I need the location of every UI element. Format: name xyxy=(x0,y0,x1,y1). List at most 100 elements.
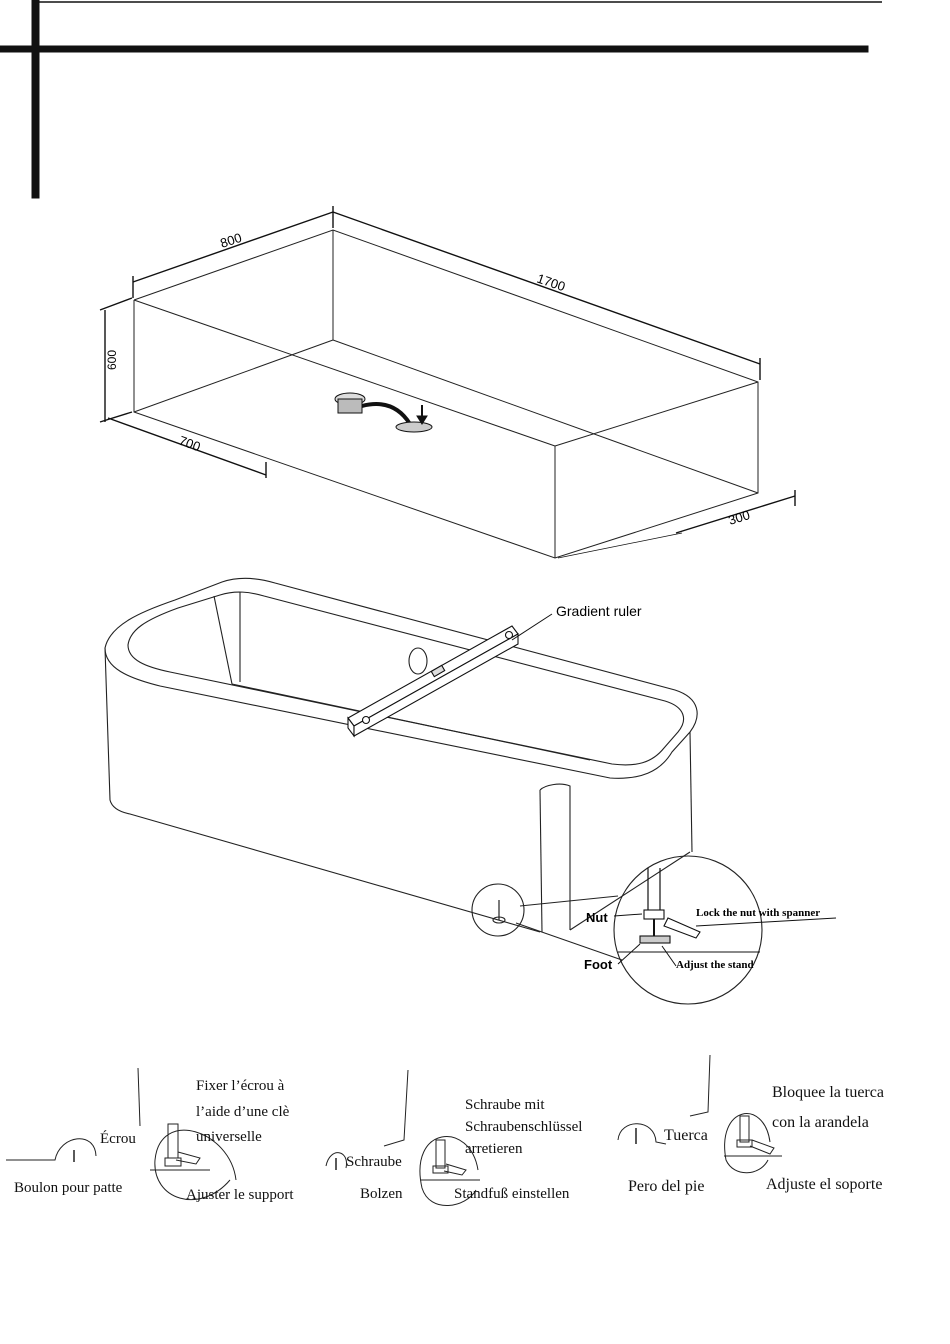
dim-label-drain-x: 700 xyxy=(177,433,203,455)
dim-line-drain-x xyxy=(107,417,267,476)
tub-front-body xyxy=(104,647,541,933)
dim-lines xyxy=(99,206,796,559)
es-lock-line2: con la arandela xyxy=(772,1114,869,1131)
de-lock-line1: Schraube mit xyxy=(465,1097,545,1113)
drain-outlet xyxy=(395,421,433,433)
tub-right-edge xyxy=(689,731,693,853)
foot-detail xyxy=(613,868,837,967)
sketch-nut xyxy=(164,1157,182,1167)
ruler-hole xyxy=(504,630,514,640)
box-front-top-edge xyxy=(133,299,556,447)
gradient-ruler-label: Gradient ruler xyxy=(556,603,642,619)
foot-leader xyxy=(617,943,641,965)
sketch-foot-leg xyxy=(167,1123,179,1159)
sketch-leg xyxy=(137,1067,141,1127)
sketch-outline xyxy=(6,1138,97,1161)
dim-label-drain-y: 300 xyxy=(726,507,751,528)
sketch-fr xyxy=(6,1067,237,1201)
drain-body xyxy=(337,398,363,414)
spanner-icon xyxy=(663,917,701,939)
arrow-down-icon xyxy=(416,415,428,425)
ruler-side xyxy=(353,633,519,737)
drain-knob xyxy=(408,647,428,675)
ruler-hole xyxy=(361,715,371,725)
de-nut-label: Schraube xyxy=(346,1154,402,1170)
dim-tick xyxy=(99,297,133,311)
spanner-icon xyxy=(443,1163,467,1176)
box-right-top-edge xyxy=(554,381,759,447)
detail-circle-small xyxy=(471,883,525,937)
dim-label-length: 1700 xyxy=(535,271,567,295)
sketch-nut xyxy=(736,1139,753,1148)
lock-leader xyxy=(695,917,837,927)
drain-assembly xyxy=(334,392,433,433)
sketch-circle xyxy=(154,1129,237,1201)
tub-outer-rim xyxy=(104,577,698,779)
fr-adjust-label: Ajuster le support xyxy=(186,1187,294,1203)
tub-basin-floor xyxy=(231,683,591,761)
drain-hose xyxy=(361,402,412,426)
dim-label-width: 800 xyxy=(218,230,243,251)
sketch-foot-leg xyxy=(435,1139,446,1169)
box-back-bottom-right xyxy=(332,339,759,494)
tub-corner xyxy=(539,783,571,930)
foot-base xyxy=(639,935,671,944)
tub-inner-rim xyxy=(127,591,685,766)
fr-lock-line2: l’aide d’une clè xyxy=(196,1104,290,1120)
adjust-leader xyxy=(661,945,677,967)
box-back-bottom-left xyxy=(133,339,334,413)
es-bolt-label: Pero del pie xyxy=(628,1178,705,1195)
nut-label: Nut xyxy=(586,910,608,925)
header-vertical-bar xyxy=(31,0,40,199)
foot-nut xyxy=(643,909,665,920)
sketch-foot-leg xyxy=(739,1115,750,1143)
sketch-leg xyxy=(383,1069,409,1147)
sketch-de xyxy=(325,1069,480,1206)
es-adjust-label: Adjuste el soporte xyxy=(766,1176,883,1193)
sketch-nut xyxy=(432,1165,449,1174)
dim-tick xyxy=(99,411,133,423)
tub-basin-line xyxy=(213,595,233,685)
de-lock-line2: Schraubenschlüssel xyxy=(465,1119,583,1135)
es-nut-label: Tuerca xyxy=(664,1127,708,1144)
sketch-es xyxy=(617,1054,782,1174)
gradient-ruler xyxy=(347,625,519,738)
dim-line-length xyxy=(332,211,761,365)
ruler-top xyxy=(347,625,519,727)
spanner-icon xyxy=(175,1151,201,1165)
sketch-leg xyxy=(689,1054,711,1117)
detail-sketches xyxy=(6,1054,782,1206)
header-frame xyxy=(0,0,882,199)
foot-pad xyxy=(492,916,506,924)
dim-line-width xyxy=(132,211,334,283)
leader-line xyxy=(511,613,553,641)
nut-leader xyxy=(613,913,643,917)
fr-lock-line3: universelle xyxy=(196,1129,262,1145)
tub-bottom-right xyxy=(569,851,691,931)
sketch-outline xyxy=(325,1152,347,1169)
sketch-circle xyxy=(724,1113,771,1174)
dim-label-height: 600 xyxy=(105,350,119,370)
adjust-stand-label: Adjust the stand xyxy=(676,959,754,971)
zoom-line-top xyxy=(519,895,619,907)
sketch-outline xyxy=(617,1123,667,1145)
ruler-level-bubble xyxy=(430,664,446,678)
bathtub-drawing xyxy=(104,577,837,1005)
fr-lock-line1: Fixer l’écrou à xyxy=(196,1078,285,1094)
spanner-icon xyxy=(749,1139,775,1155)
lock-nut-label: Lock the nut with spanner xyxy=(696,907,820,919)
de-bolt-label: Bolzen xyxy=(360,1186,403,1202)
foot-label: Foot xyxy=(584,957,613,972)
sketch-circle xyxy=(419,1136,479,1206)
dim-line-drain-y xyxy=(675,495,796,534)
fr-bolt-label: Boulon pour patte xyxy=(14,1180,123,1196)
header-horizontal-bar xyxy=(0,45,869,53)
box-outline xyxy=(133,229,759,559)
zoom-line-bottom xyxy=(515,922,623,961)
es-lock-line1: Bloquee la tuerca xyxy=(772,1084,884,1101)
fr-nut-label: Écrou xyxy=(100,1131,136,1147)
tub-corner-edge xyxy=(539,789,543,933)
detail-circle-large xyxy=(613,855,763,1005)
